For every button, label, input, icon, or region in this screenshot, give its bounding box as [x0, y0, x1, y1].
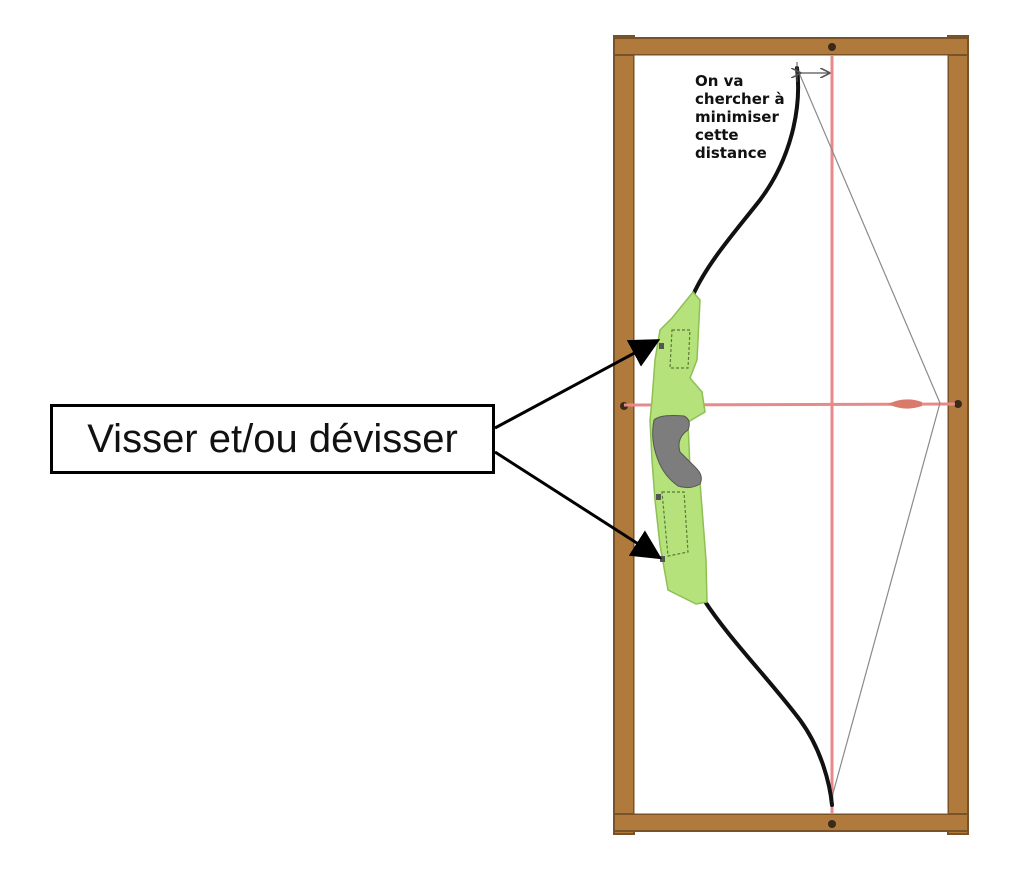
- riser-upper-window: [669, 329, 691, 369]
- pointer-arrow-upper: [494, 339, 661, 430]
- annotation-line-3: minimiser: [695, 108, 779, 126]
- grip: [652, 415, 702, 489]
- adjust-callout-label: Visser et/ou dévisser: [87, 416, 458, 461]
- frame-right-post: [947, 35, 969, 835]
- frame-bottom-pin: [828, 820, 836, 828]
- annotation-line-1: On va: [695, 72, 744, 90]
- upper-limb: [691, 66, 801, 297]
- upper-limb-bolt: [659, 343, 664, 349]
- lower-limb: [702, 598, 834, 807]
- frame-right-pin: [954, 400, 962, 408]
- riser: [649, 290, 708, 605]
- annotation-line-4: cette: [695, 126, 739, 144]
- frame-left-post: [613, 35, 635, 835]
- lower-limb-bolt-2: [660, 556, 665, 562]
- annotation-line-2: chercher à: [695, 90, 785, 108]
- frame-top-bar: [613, 37, 969, 56]
- distance-indicator: [797, 62, 829, 82]
- distance-annotation: On va chercher à minimiser cette distanc…: [695, 72, 805, 162]
- bow-string: [796, 67, 941, 798]
- frame-top-pin: [828, 43, 836, 51]
- annotation-line-5: distance: [695, 144, 767, 162]
- lower-limb-bolt: [656, 494, 661, 500]
- riser-lower-window: [661, 491, 689, 557]
- arrow-nock-marker: [888, 399, 922, 409]
- pointer-arrow-lower: [494, 450, 663, 560]
- adjust-callout-box: Visser et/ou dévisser: [50, 404, 495, 474]
- frame-bottom-bar: [613, 813, 969, 832]
